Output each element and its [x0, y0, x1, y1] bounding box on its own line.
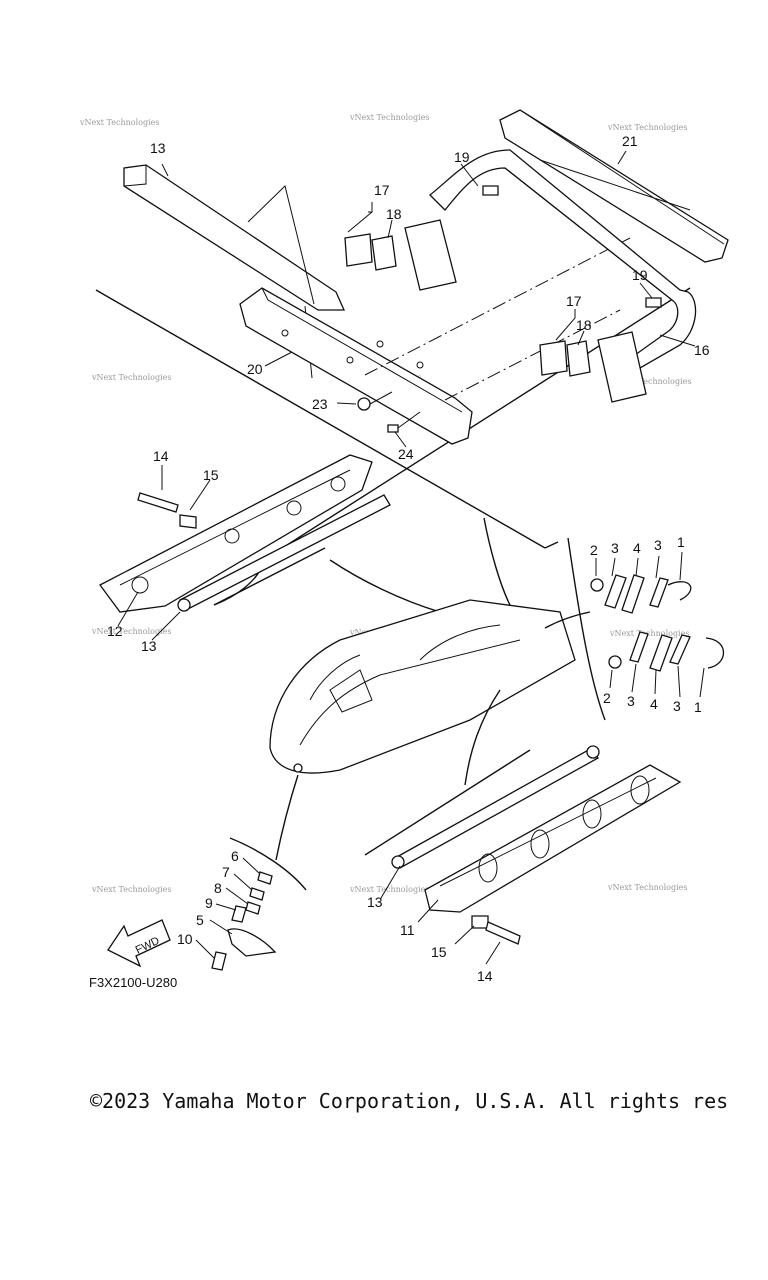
callout-4: 4: [650, 696, 658, 712]
watercraft-hull: [269, 599, 576, 774]
watermark: vNext Technologies: [91, 885, 171, 894]
callout-2: 2: [590, 542, 598, 558]
part-6-cap: [257, 871, 273, 885]
callout-10: 10: [177, 931, 193, 947]
part-17-stud: [539, 340, 568, 376]
callout-4: 4: [633, 540, 641, 556]
part-20-bracket: [239, 287, 473, 445]
callout-6: 6: [231, 848, 239, 864]
callout-14: 14: [477, 968, 493, 984]
watermark: vNext Technologies: [349, 113, 429, 122]
callout-3: 3: [673, 698, 681, 714]
boarding-step-assembly: [95, 109, 729, 576]
part-14-bolt: [485, 921, 521, 945]
part-9-bolt: [231, 905, 247, 923]
watercraft-outline: [269, 517, 576, 861]
callout-13: 13: [141, 638, 157, 654]
callout-19: 19: [454, 149, 470, 165]
part-2-nut: [590, 578, 604, 592]
part-3-washer: [669, 634, 691, 665]
part-7-spring: [249, 887, 265, 901]
callout-13: 13: [367, 894, 383, 910]
part-12-cover: [99, 454, 373, 613]
part-23-clip: [357, 397, 371, 411]
callout-16: 16: [694, 342, 710, 358]
watermark: vNext Technologies: [611, 377, 691, 386]
callout-8: 8: [214, 880, 222, 896]
leader-lines: [117, 150, 705, 965]
callout-5: 5: [196, 912, 204, 928]
part-15-collar: [471, 915, 489, 929]
callout-1: 1: [677, 534, 685, 550]
callout-18: 18: [576, 317, 592, 333]
callout-3: 3: [611, 540, 619, 556]
fwd-arrow-icon: FWD: [107, 919, 171, 968]
part-1-ubolt: [667, 581, 692, 601]
part-4-plate: [621, 574, 645, 614]
part-16-rail: [429, 149, 697, 369]
part-22-pad: [123, 164, 346, 311]
watermark: vNext Technologies: [607, 123, 687, 132]
part-19-bolt: [645, 297, 662, 308]
callout-19: 19: [632, 267, 648, 283]
watermark: vNext Technologies: [91, 627, 171, 636]
right-sponson-detail: [364, 745, 682, 945]
callout-24: 24: [398, 446, 414, 462]
part-18-plate: [371, 235, 397, 271]
part-bracket-left: [404, 219, 457, 291]
callout-7: 7: [222, 864, 230, 880]
watermark: vNext Technologies: [79, 118, 159, 127]
copyright-notice: ©2023 Yamaha Motor Corporation, U.S.A. A…: [90, 1089, 729, 1113]
callout-2: 2: [603, 690, 611, 706]
part-1-ubolt: [705, 637, 724, 669]
part-8-ring: [245, 901, 261, 915]
part-17-stud: [344, 233, 373, 267]
watermark: vNext Technologies: [607, 883, 687, 892]
tow-eye-hardware: FWD: [107, 837, 307, 971]
callouts: 13 19 21 17 18 19 17 18 16 20 23 24 14 1…: [107, 133, 710, 984]
part-10-bolt: [211, 951, 227, 971]
callout-14: 14: [153, 448, 169, 464]
clip-hardware-detail: [544, 537, 724, 721]
part-19-bolt: [482, 185, 499, 196]
callout-17: 17: [374, 182, 390, 198]
drawing-code: F3X2100-U280: [89, 975, 178, 990]
part-3-washer: [649, 577, 669, 608]
left-sponson-detail: [99, 454, 391, 613]
callout-11: 11: [400, 922, 415, 938]
watermark: vNext Technologies: [609, 629, 689, 638]
watermark: vNext Technologies: [349, 885, 429, 894]
part-5-tow-eye: [227, 928, 277, 957]
part-4-plate: [649, 634, 673, 672]
part-bracket-right: [597, 331, 647, 403]
part-11-cover: [424, 764, 682, 913]
callout-17: 17: [566, 293, 582, 309]
watermark: vNext Technologies: [91, 373, 171, 382]
callout-3: 3: [654, 537, 662, 553]
callout-12: 12: [107, 623, 123, 639]
callout-3: 3: [627, 693, 635, 709]
callout-1: 1: [694, 699, 702, 715]
part-2-nut: [608, 655, 622, 669]
part-24-screw: [387, 424, 399, 433]
callout-22: 13: [150, 140, 166, 156]
part-3-washer: [629, 631, 649, 663]
part-3-washer: [604, 574, 627, 609]
part-18-plate: [566, 340, 591, 377]
callout-9: 9: [205, 895, 213, 911]
callout-23: 23: [312, 396, 328, 412]
part-15-collar: [179, 514, 197, 529]
callout-20: 20: [247, 361, 263, 377]
callout-21: 21: [622, 133, 638, 149]
callout-15: 15: [431, 944, 447, 960]
callout-18: 18: [386, 206, 402, 222]
part-14-bolt: [137, 492, 179, 513]
callout-15: 15: [203, 467, 219, 483]
